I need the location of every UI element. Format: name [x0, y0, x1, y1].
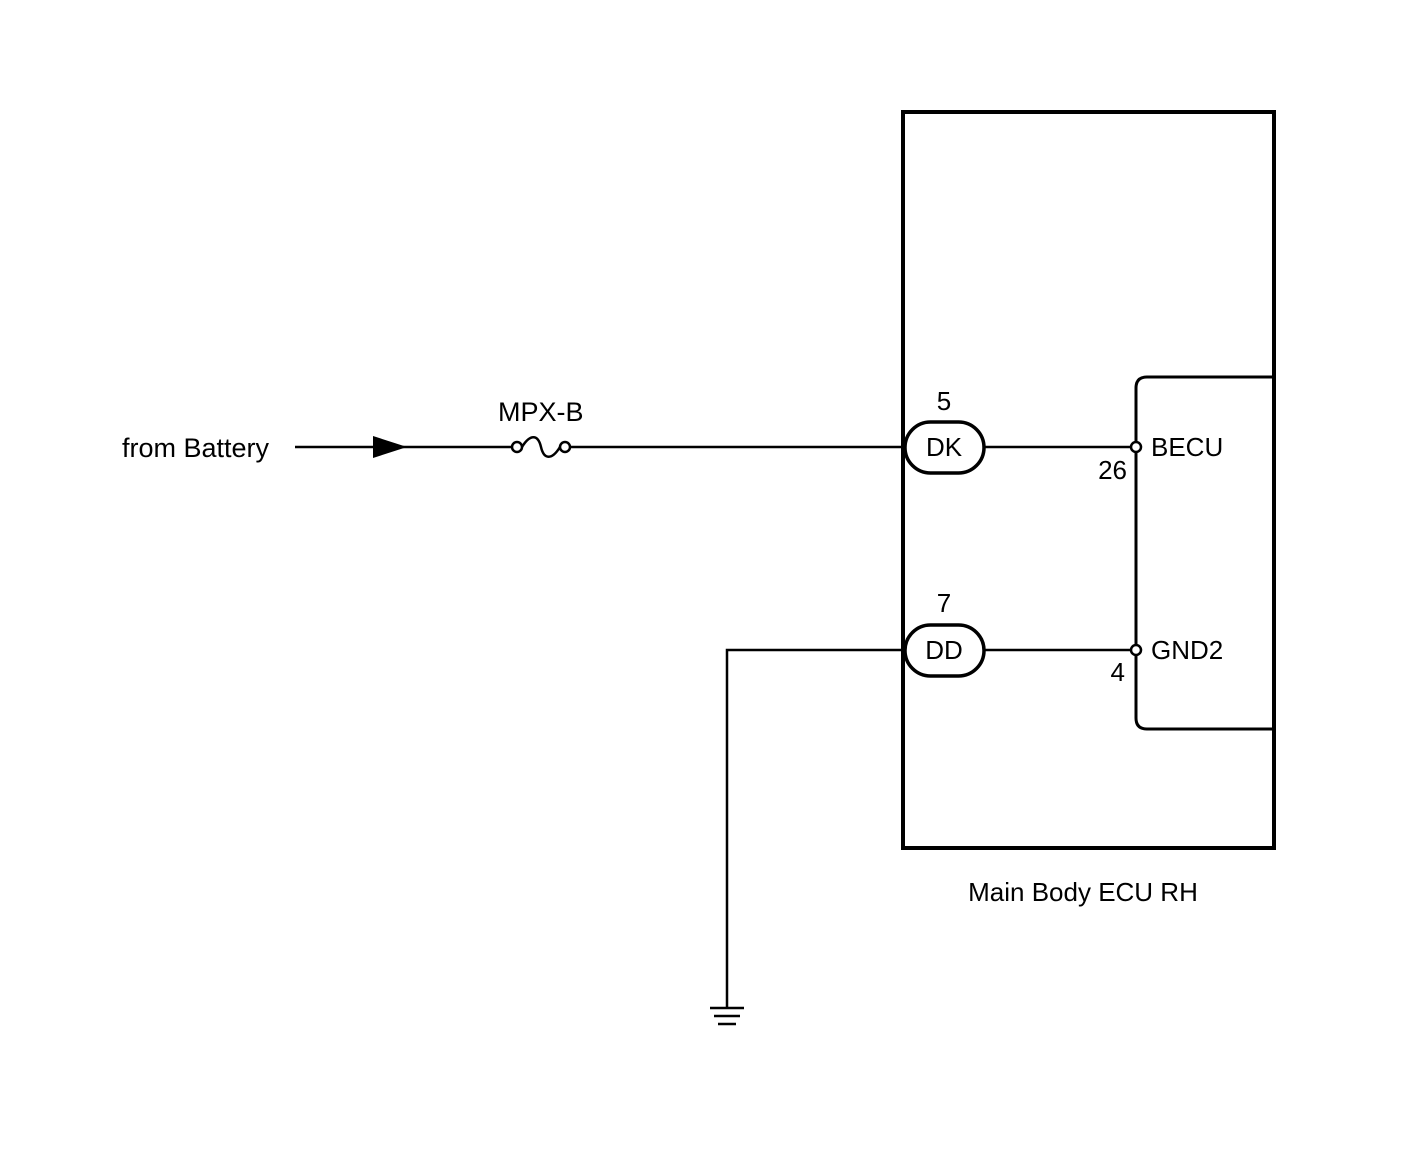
connector-dk-label: DK	[926, 432, 963, 462]
arrow-right-icon	[373, 436, 407, 458]
terminal-becu-label: BECU	[1151, 432, 1223, 462]
fuse-icon	[510, 436, 572, 458]
connector-dd-pin: 7	[937, 588, 951, 618]
fuse-label: MPX-B	[498, 397, 584, 427]
ground-symbol-icon	[710, 1006, 744, 1026]
terminal-gnd2-pin: 4	[1111, 657, 1125, 687]
source-label: from Battery	[122, 433, 270, 463]
ground-wire	[725, 648, 905, 1008]
terminal-becu-pin: 26	[1098, 455, 1127, 485]
ecu-inner-module	[1134, 375, 1272, 731]
connector-dd-label: DD	[925, 635, 963, 665]
terminal-becu	[1129, 440, 1143, 454]
ecu-box	[901, 110, 1276, 850]
ecu-label: Main Body ECU RH	[968, 877, 1198, 907]
terminal-gnd2	[1129, 643, 1143, 657]
connector-dk-pin: 5	[937, 386, 951, 416]
terminal-gnd2-label: GND2	[1151, 635, 1223, 665]
